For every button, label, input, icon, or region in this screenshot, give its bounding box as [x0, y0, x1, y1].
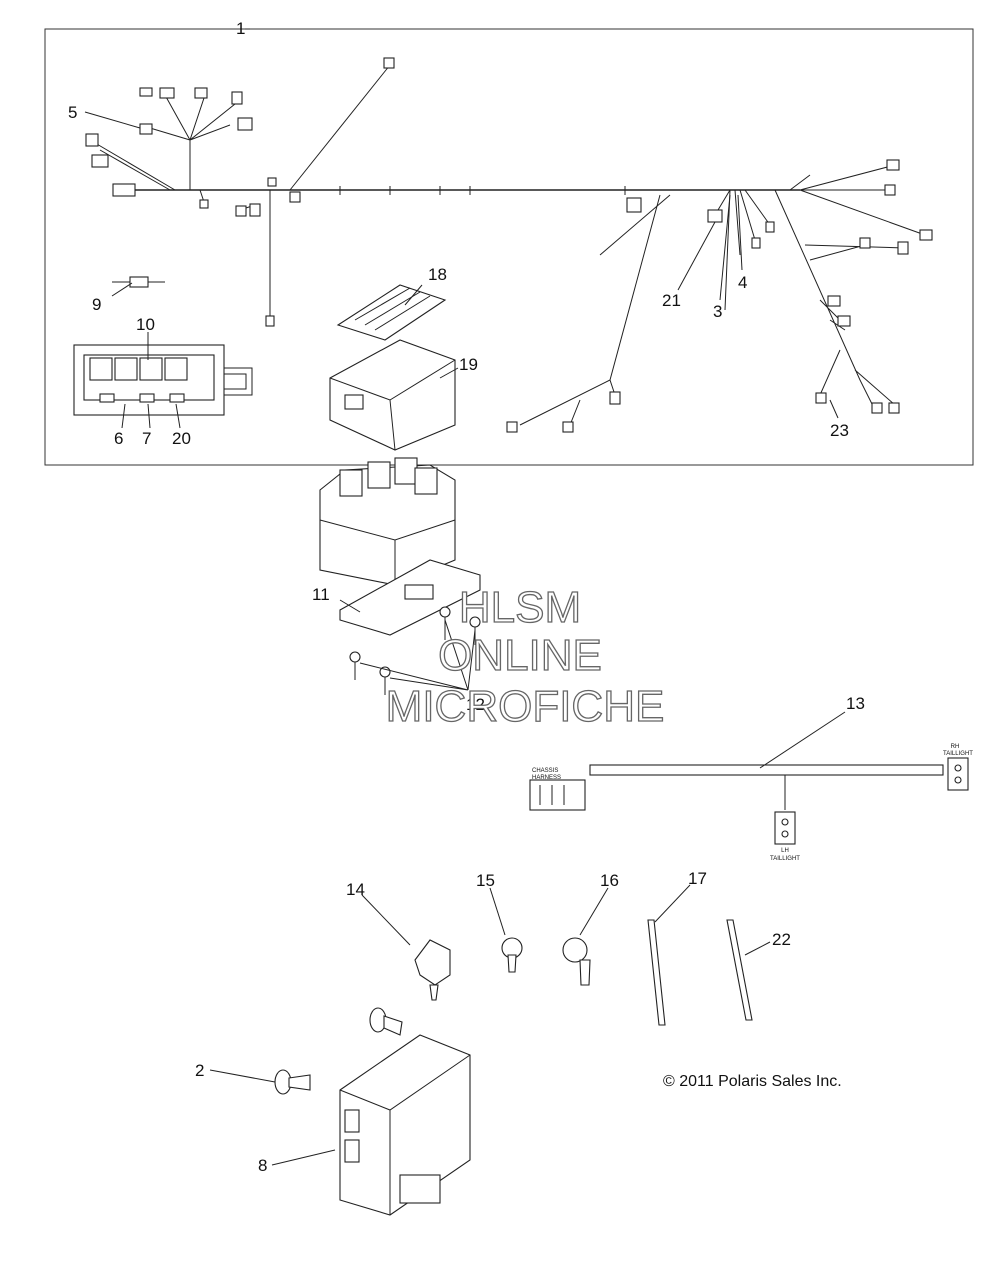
chassis-harness-label-line2: HARNESS [532, 775, 561, 781]
callout-19: 19 [459, 355, 478, 374]
p-clamp [562, 937, 591, 986]
callout-7: 7 [142, 429, 151, 448]
callout-18: 18 [428, 265, 447, 284]
callout-6: 6 [114, 429, 123, 448]
fuse-box-cover [329, 339, 456, 451]
lh-taillight-label-line2: TAILLIGHT [770, 856, 800, 862]
leader-lines [84, 28, 846, 1166]
callout-15: 15 [476, 871, 495, 890]
lh-taillight-label-line1: LH [781, 848, 789, 854]
watermark-line3: MICROFICHE [386, 682, 665, 731]
push-rivets [349, 606, 481, 695]
push-rivet-large [274, 1069, 311, 1095]
callout-22: 22 [772, 930, 791, 949]
mounting-bracket [339, 559, 481, 636]
copyright-notice: © 2011 Polaris Sales Inc. [663, 1073, 842, 1090]
callout-1: 1 [236, 19, 245, 38]
rh-taillight-label-line2: TAILLIGHT [943, 751, 973, 757]
taillight-harness [529, 757, 969, 845]
callout-4: 4 [738, 273, 747, 292]
wire-clip [414, 939, 451, 1001]
callout-5: 5 [68, 103, 77, 122]
callout-9: 9 [92, 295, 101, 314]
relay-block [319, 457, 456, 586]
callout-23: 23 [830, 421, 849, 440]
chassis-harness-label-line1: CHASSIS [532, 768, 558, 774]
callout-11: 11 [312, 585, 330, 604]
callout-3: 3 [713, 302, 722, 321]
cable-ties [647, 919, 753, 1026]
push-rivet-upper [369, 1007, 403, 1036]
callout-12: 12 [466, 695, 485, 714]
callout-13: 13 [846, 694, 865, 713]
p-clamp-small [501, 937, 523, 973]
watermark-line2: ONLINE [438, 631, 602, 680]
callout-10: 10 [136, 315, 155, 334]
callout-20: 20 [172, 429, 191, 448]
callout-16: 16 [600, 871, 619, 890]
ecu-module [339, 1034, 471, 1216]
assembly-frame [44, 28, 974, 466]
callout-8: 8 [258, 1156, 267, 1175]
callout-17: 17 [688, 869, 707, 888]
callout-2: 2 [195, 1061, 204, 1080]
rh-taillight-label-line1: RH [951, 744, 960, 750]
watermark-line1: HLSM [459, 583, 581, 632]
fuse-holder-part [112, 276, 165, 288]
fuse-relay-box [73, 344, 253, 416]
main-wire-harness [85, 57, 933, 433]
callout-14: 14 [346, 880, 365, 899]
fuse-label-decal [336, 284, 447, 341]
callout-21: 21 [662, 291, 681, 310]
